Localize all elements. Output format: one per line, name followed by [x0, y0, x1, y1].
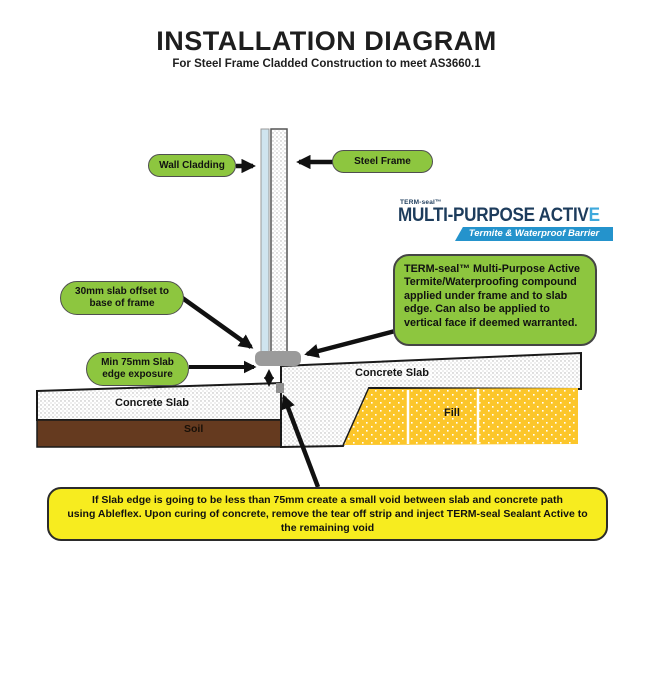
void-note-line: the remaining void: [280, 522, 375, 535]
steel-frame-shape: [270, 128, 288, 353]
void-square-shape: [276, 383, 284, 393]
fill-shape: [344, 388, 578, 445]
compound-note-line: applied under frame and to slab: [404, 289, 568, 302]
path-slab-label: Concrete Slab: [112, 397, 192, 409]
edge-exposure-line2: edge exposure: [102, 369, 173, 380]
wall-cladding-shape: [260, 128, 270, 353]
logo-tagline: Termite & Waterproof Barrier: [455, 226, 613, 241]
logo-brand-small: TERM-seal™: [400, 199, 442, 206]
slab-offset-pill: 30mm slab offset to base of frame: [60, 281, 184, 315]
edge-exposure-pill: Min 75mm Slab edge exposure: [86, 352, 189, 386]
logo-name: MULTI-PURPOSE ACTIVE: [398, 205, 600, 226]
fill-label: Fill: [444, 407, 460, 419]
wall-cladding-pill: Wall Cladding: [148, 154, 236, 177]
compound-note-line: edge. Can also be applied to: [404, 303, 550, 316]
void-callout-arrow: [281, 394, 321, 488]
compound-note-box: TERM-seal™ Multi-Purpose Active Termite/…: [393, 254, 597, 346]
slab-offset-line2: base of frame: [89, 298, 155, 309]
page-subtitle: For Steel Frame Cladded Construction to …: [172, 58, 481, 70]
main-slab-label: Concrete Slab: [352, 367, 432, 379]
compound-callout-arrow: [304, 327, 400, 359]
compound-note-line: vertical face if deemed warranted.: [404, 316, 578, 329]
logo-name-last-letter: E: [588, 205, 600, 226]
logo-name-main: MULTI-PURPOSE ACTIV: [398, 205, 589, 226]
soil-label: Soil: [184, 423, 204, 435]
offset-callout-arrow: [179, 295, 254, 349]
brand-logo: TERM-seal™ MULTI-PURPOSE ACTIVE Termite …: [398, 199, 616, 241]
compound-note-line: TERM-seal™ Multi-Purpose Active: [404, 263, 580, 275]
steel-frame-pill: Steel Frame: [332, 150, 433, 173]
page-title: INSTALLATION DIAGRAM: [156, 26, 497, 56]
compound-note-line: Termite/Waterproofing compound: [404, 276, 577, 289]
edge-exposure-line1: Min 75mm Slab: [101, 357, 174, 369]
wall-cladding-label: Wall Cladding: [159, 159, 225, 171]
void-note-line: If Slab edge is going to be less than 75…: [92, 493, 563, 506]
termseal-compound-shape: [255, 351, 301, 366]
soil-shape: [36, 419, 282, 448]
steel-frame-label: Steel Frame: [354, 155, 411, 167]
void-note-line: using Ableflex. Upon curing of concrete,…: [67, 507, 588, 520]
slab-offset-line1: 30mm slab offset to: [75, 286, 169, 298]
void-note-box: If Slab edge is going to be less than 75…: [47, 487, 608, 541]
